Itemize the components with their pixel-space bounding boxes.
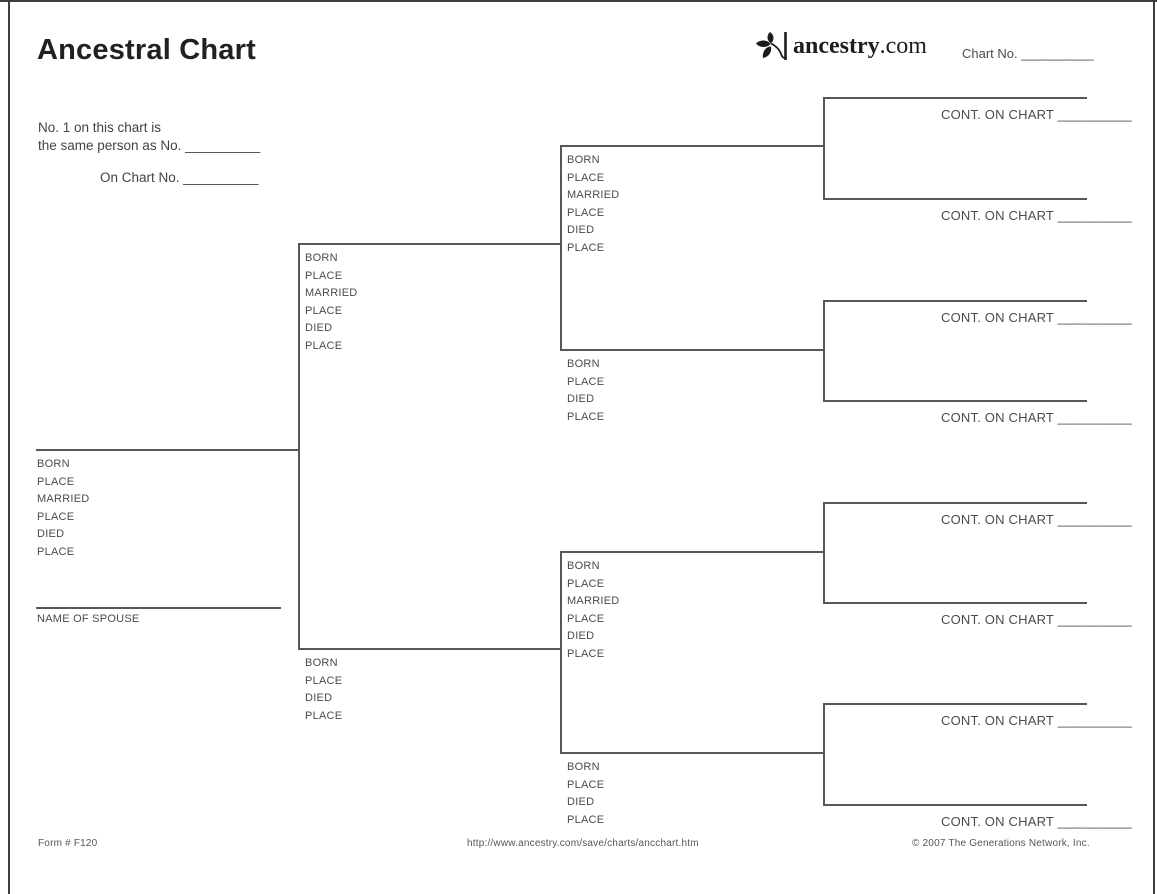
cont-on-chart-label-4: CONT. ON CHART __________ bbox=[941, 410, 1132, 425]
gen4-bracket-1 bbox=[823, 97, 825, 199]
mother-name-line bbox=[298, 648, 560, 650]
ancestry-logo-tld: .com bbox=[879, 32, 927, 59]
form-number: Form # F120 bbox=[38, 838, 98, 849]
maternal-grandfather-fields: BORN PLACE MARRIED PLACE DIED PLACE bbox=[567, 560, 620, 660]
cont-on-chart-label-6: CONT. ON CHART __________ bbox=[941, 612, 1132, 627]
paternal-grandmother-name-line bbox=[560, 349, 823, 351]
ancestry-leaf-icon bbox=[756, 32, 788, 60]
person1-fields: BORN PLACE MARRIED PLACE DIED PLACE bbox=[37, 458, 90, 558]
gen4-name-line-1 bbox=[823, 97, 1087, 99]
gen3-maternal-bracket bbox=[560, 551, 562, 753]
person1-name-line bbox=[36, 449, 298, 451]
gen2-bracket bbox=[298, 243, 300, 649]
gen4-name-line-4 bbox=[823, 400, 1087, 402]
page-title: Ancestral Chart bbox=[37, 34, 256, 66]
gen4-name-line-7 bbox=[823, 703, 1087, 705]
gen4-name-line-5 bbox=[823, 502, 1087, 504]
cont-on-chart-label-1: CONT. ON CHART __________ bbox=[941, 107, 1132, 122]
father-name-line bbox=[298, 243, 560, 245]
paternal-grandmother-fields: BORN PLACE DIED PLACE bbox=[567, 358, 605, 423]
form-url: http://www.ancestry.com/save/charts/ancc… bbox=[467, 838, 699, 849]
reference-note: No. 1 on this chart is the same person a… bbox=[38, 119, 260, 187]
reference-line3: On Chart No. __________ bbox=[100, 170, 259, 185]
maternal-grandmother-name-line bbox=[560, 752, 823, 754]
gen4-name-line-8 bbox=[823, 804, 1087, 806]
maternal-grandmother-fields: BORN PLACE DIED PLACE bbox=[567, 761, 605, 826]
reference-line1: No. 1 on this chart is bbox=[38, 120, 162, 135]
cont-on-chart-label-3: CONT. ON CHART __________ bbox=[941, 310, 1132, 325]
page-border-right bbox=[1153, 0, 1155, 894]
cont-on-chart-label-2: CONT. ON CHART __________ bbox=[941, 208, 1132, 223]
chart-no-blank: Chart No. __________ bbox=[962, 46, 1094, 61]
page-border-left bbox=[8, 0, 10, 894]
cont-on-chart-label-5: CONT. ON CHART __________ bbox=[941, 512, 1132, 527]
cont-on-chart-label-7: CONT. ON CHART __________ bbox=[941, 713, 1132, 728]
gen4-bracket-3 bbox=[823, 502, 825, 603]
gen4-bracket-4 bbox=[823, 703, 825, 805]
gen4-name-line-3 bbox=[823, 300, 1087, 302]
maternal-grandfather-name-line bbox=[560, 551, 823, 553]
ancestry-logo-brand: ancestry bbox=[793, 32, 880, 59]
father-fields: BORN PLACE MARRIED PLACE DIED PLACE bbox=[305, 252, 358, 352]
cont-on-chart-label-8: CONT. ON CHART __________ bbox=[941, 814, 1132, 829]
paternal-grandfather-fields: BORN PLACE MARRIED PLACE DIED PLACE bbox=[567, 154, 620, 254]
mother-fields: BORN PLACE DIED PLACE bbox=[305, 657, 343, 722]
page-border-top bbox=[0, 0, 1157, 2]
reference-line2: the same person as No. __________ bbox=[38, 138, 261, 153]
ancestry-logo: ancestry.com bbox=[754, 30, 927, 62]
gen4-name-line-6 bbox=[823, 602, 1087, 604]
paternal-grandfather-name-line bbox=[560, 145, 823, 147]
gen4-bracket-2 bbox=[823, 300, 825, 401]
gen3-paternal-bracket bbox=[560, 145, 562, 350]
spouse-label: NAME OF SPOUSE bbox=[37, 613, 140, 625]
ancestry-logo-text: ancestry.com bbox=[793, 33, 927, 60]
copyright-notice: © 2007 The Generations Network, Inc. bbox=[912, 838, 1090, 849]
gen4-name-line-2 bbox=[823, 198, 1087, 200]
spouse-name-line bbox=[36, 607, 281, 609]
